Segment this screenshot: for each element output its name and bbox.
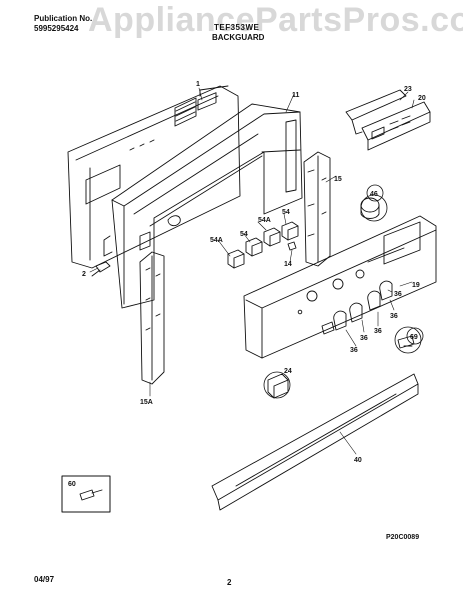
callout-15a: 15A [140, 399, 153, 406]
part-60-inset [61, 475, 111, 513]
publication-number: 5995295424 [34, 24, 79, 33]
callout-23: 23 [404, 86, 412, 93]
callout-36-a: 36 [394, 291, 402, 298]
publication-label: Publication No. [34, 14, 93, 23]
watermark: AppliancePartsPros.com [88, 1, 463, 39]
diagram-code: P20C0089 [386, 534, 420, 541]
part-19-control-panel [243, 215, 437, 359]
part-15-right-endcap [303, 151, 331, 267]
callout-36-b: 36 [390, 313, 398, 320]
callout-69: 69 [410, 334, 418, 341]
callout-54a-a: 54A [210, 237, 223, 244]
callout-54a-b: 54A [258, 217, 271, 224]
callout-11: 11 [292, 92, 300, 99]
callout-24: 24 [284, 368, 292, 375]
callout-36-d: 36 [360, 335, 368, 342]
part-14-clip [287, 241, 297, 251]
callout-labels: 1 11 2 15 15A 19 20 23 14 36 36 36 36 36… [68, 81, 426, 488]
publication-date: 04/97 [34, 575, 55, 584]
callout-40: 40 [354, 457, 362, 464]
page-number: 2 [227, 578, 232, 587]
callout-19: 19 [412, 282, 420, 289]
callout-36-c: 36 [374, 328, 382, 335]
callout-1: 1 [196, 81, 200, 88]
part-54a-switch-1 [227, 249, 245, 269]
model-number: TEF353WE [214, 23, 260, 32]
part-11-frame [103, 103, 303, 309]
callout-20: 20 [418, 95, 426, 102]
part-54a-switch-2 [263, 227, 281, 247]
part-1-rear-panel [67, 85, 241, 269]
callout-54-a: 54 [240, 231, 248, 238]
part-2-screw [91, 261, 111, 277]
callout-54-b: 54 [282, 209, 290, 216]
part-20-clock [361, 101, 431, 151]
callout-14: 14 [284, 261, 292, 268]
leader-lines [89, 87, 415, 455]
part-54-switch-2 [281, 221, 299, 241]
callout-36-e: 36 [350, 347, 358, 354]
section-title: BACKGUARD [212, 33, 265, 42]
callout-15: 15 [334, 176, 342, 183]
callout-2: 2 [82, 271, 86, 278]
callout-60: 60 [68, 481, 76, 488]
callout-circles [263, 184, 424, 399]
part-40-lower-trim [211, 373, 419, 511]
callout-46: 46 [370, 191, 378, 198]
part-36-knobs [321, 280, 393, 335]
part-15a-left-endcap [139, 251, 165, 385]
part-24-switch [267, 373, 289, 399]
part-54-switch-1 [245, 237, 263, 257]
part-23-bracket [345, 89, 407, 135]
